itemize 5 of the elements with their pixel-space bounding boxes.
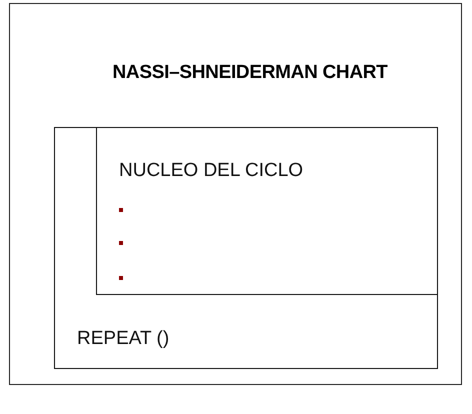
loop-body-block: [96, 126, 438, 294]
repeat-condition: REPEAT (): [77, 328, 170, 350]
repeat-block: [54, 127, 438, 369]
loop-body-text: NUCLEO DEL CICLO: [119, 160, 304, 182]
chart-title: NASSI–SHNEIDERMAN CHART: [112, 62, 388, 84]
